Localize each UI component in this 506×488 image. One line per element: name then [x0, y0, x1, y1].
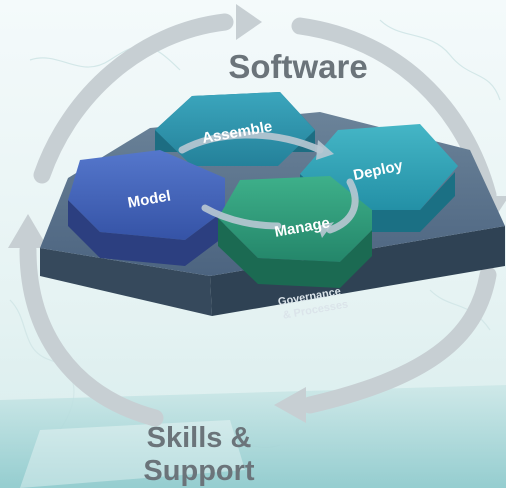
arrowhead-right-icon [236, 4, 262, 40]
inner-arrowheads [316, 140, 334, 238]
inner-flow-arrows [178, 131, 359, 234]
cycle-arc-bottom-left [19, 241, 164, 427]
cycle-arc-bottom-right [301, 266, 497, 414]
software-label: Software [228, 48, 367, 85]
model-hexagon[interactable] [68, 150, 225, 266]
arrowhead-left-icon [274, 387, 306, 423]
arrowhead-up-icon [8, 214, 48, 248]
floor-highlight [20, 420, 245, 488]
skills-label-line2: Support [143, 455, 254, 487]
cycle-arrow [19, 13, 497, 427]
skills-label-line1: Skills & [147, 422, 252, 454]
cycle-arc-top-right [291, 17, 497, 204]
cycle-arc-top-left [33, 13, 234, 184]
manage-hexagon[interactable] [218, 176, 372, 288]
